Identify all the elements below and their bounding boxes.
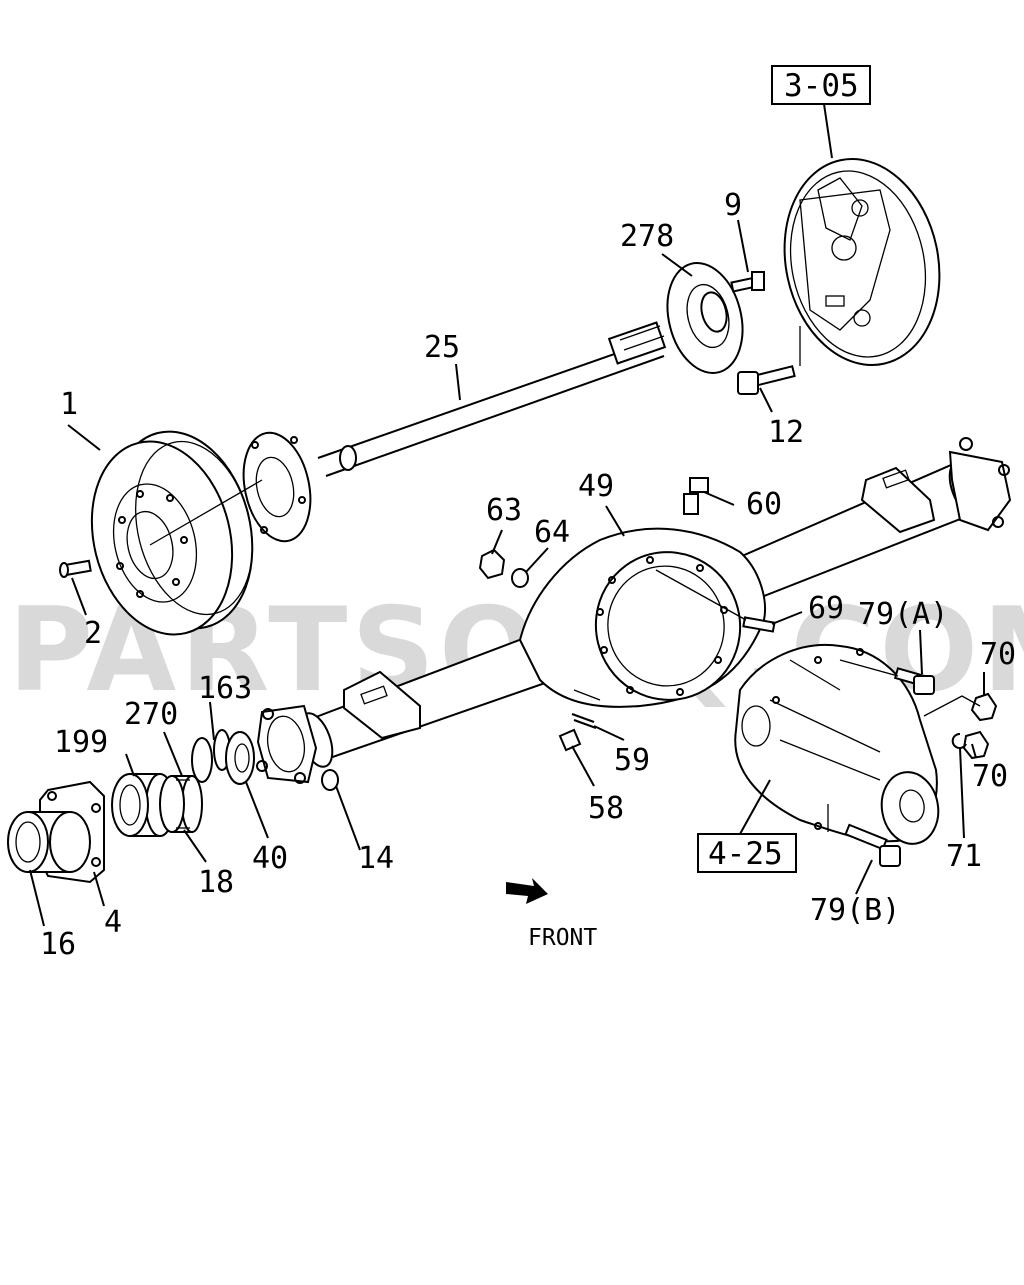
differential-carrier	[734, 644, 940, 845]
oil-seal-40	[225, 731, 255, 785]
axle-shaft	[317, 321, 667, 477]
bolt-9	[730, 271, 765, 293]
callout-71[interactable]: 71	[946, 839, 982, 874]
callout-16[interactable]: 16	[40, 927, 76, 962]
shaft-flange	[242, 431, 312, 543]
callout-270[interactable]: 270	[124, 697, 178, 732]
callout-40[interactable]: 40	[252, 841, 288, 876]
spacer-18	[191, 737, 213, 783]
callout-70-upper[interactable]: 70	[980, 637, 1016, 672]
nut-70-lower	[962, 730, 990, 760]
breather-60	[683, 477, 709, 515]
callout-278[interactable]: 278	[620, 219, 674, 254]
plug-58	[558, 728, 582, 752]
callout-14[interactable]: 14	[358, 841, 394, 876]
callout-64[interactable]: 64	[534, 515, 570, 550]
callout-18[interactable]: 18	[198, 865, 234, 900]
ref-box-4-25[interactable]: 4-25	[697, 833, 797, 873]
bearing-cup-199	[111, 773, 175, 837]
callout-70-lower[interactable]: 70	[972, 759, 1008, 794]
front-arrow-icon	[506, 878, 548, 904]
callout-58[interactable]: 58	[588, 791, 624, 826]
nut-14	[321, 769, 339, 791]
callout-49[interactable]: 49	[578, 469, 614, 504]
gasket-59	[571, 713, 597, 729]
callout-2[interactable]: 2	[84, 616, 102, 651]
front-label: FRONT	[528, 925, 597, 951]
callout-1[interactable]: 1	[60, 387, 78, 422]
bolt-79a	[839, 659, 935, 695]
callout-12[interactable]: 12	[768, 415, 804, 450]
bolt-2	[59, 559, 92, 578]
washer-64	[511, 568, 529, 588]
leader-lines	[29, 219, 985, 927]
brake-drum	[90, 430, 263, 636]
oil-seal-278	[666, 261, 744, 375]
stud-69	[655, 569, 776, 633]
ref-box-3-05-label: 3-05	[784, 68, 859, 104]
callout-4[interactable]: 4	[104, 905, 122, 940]
axle-housing	[256, 437, 1012, 784]
callout-59[interactable]: 59	[614, 743, 650, 778]
ref-box-3-05[interactable]: 3-05	[771, 65, 871, 105]
callout-163[interactable]: 163	[198, 671, 252, 706]
nut-70-upper	[970, 692, 998, 722]
callout-9[interactable]: 9	[724, 188, 742, 223]
callout-79b[interactable]: 79(B)	[810, 893, 900, 928]
callout-63[interactable]: 63	[486, 493, 522, 528]
bolt-12	[737, 365, 796, 395]
bearing-cone-270	[159, 775, 203, 833]
callout-69[interactable]: 69	[808, 591, 844, 626]
ref-box-4-25-label: 4-25	[708, 836, 783, 872]
bolt-79b	[844, 823, 901, 867]
nut-63	[478, 548, 506, 580]
callout-79a[interactable]: 79(A)	[858, 597, 948, 632]
leader-70-upper	[923, 695, 981, 717]
brake-backing-plate	[783, 158, 941, 366]
seal-16	[7, 811, 91, 873]
callout-25[interactable]: 25	[424, 330, 460, 365]
ring-71	[951, 732, 967, 749]
callout-60[interactable]: 60	[746, 487, 782, 522]
callout-199[interactable]: 199	[54, 725, 108, 760]
